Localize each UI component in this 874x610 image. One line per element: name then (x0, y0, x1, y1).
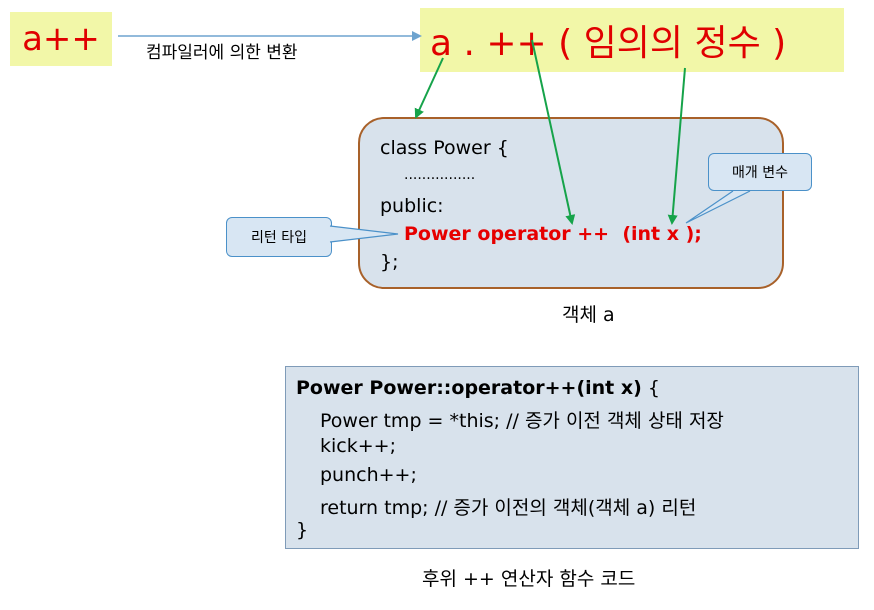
converted-expression: a . ++ ( 임의의 정수 ) (420, 8, 844, 72)
class-line-5: }; (380, 251, 399, 273)
integer-arrow (667, 67, 686, 225)
implementation-caption: 후위 ++ 연산자 함수 코드 (422, 568, 636, 590)
operator-declaration: Power operator ++ (int x ); (404, 223, 702, 245)
object-caption: 객체 a (562, 304, 615, 326)
impl-signature: Power Power::operator++(int x) (296, 377, 642, 399)
param-callout-pointer (685, 190, 751, 224)
impl-line-5: return tmp; // 증가 이전의 객체(객체 a) 리턴 (320, 497, 697, 519)
source-expression: a++ (10, 12, 112, 66)
impl-open-brace: { (641, 377, 660, 399)
class-line-1: class Power { (380, 137, 509, 159)
object-a-box: class Power { ................ public: P… (358, 117, 784, 289)
return-type-callout: 리턴 타입 (226, 217, 332, 257)
implementation-box: Power Power::operator++(int x) { Power t… (285, 366, 859, 549)
impl-line-2: Power tmp = *this; // 증가 이전 객체 상태 저장 (320, 410, 724, 432)
class-line-2: ................ (404, 167, 476, 183)
class-line-3: public: (380, 195, 444, 217)
operator-arrow (531, 39, 576, 225)
impl-line-3: kick++; (320, 435, 396, 457)
conversion-label: 컴파일러에 의한 변환 (146, 43, 298, 63)
parameter-callout: 매개 변수 (708, 153, 812, 191)
impl-line-1: Power Power::operator++(int x) { (296, 377, 660, 399)
return-callout-pointer (329, 225, 399, 243)
object-arrow (414, 57, 444, 119)
impl-line-4: punch++; (320, 464, 417, 486)
impl-line-6: } (296, 519, 309, 541)
